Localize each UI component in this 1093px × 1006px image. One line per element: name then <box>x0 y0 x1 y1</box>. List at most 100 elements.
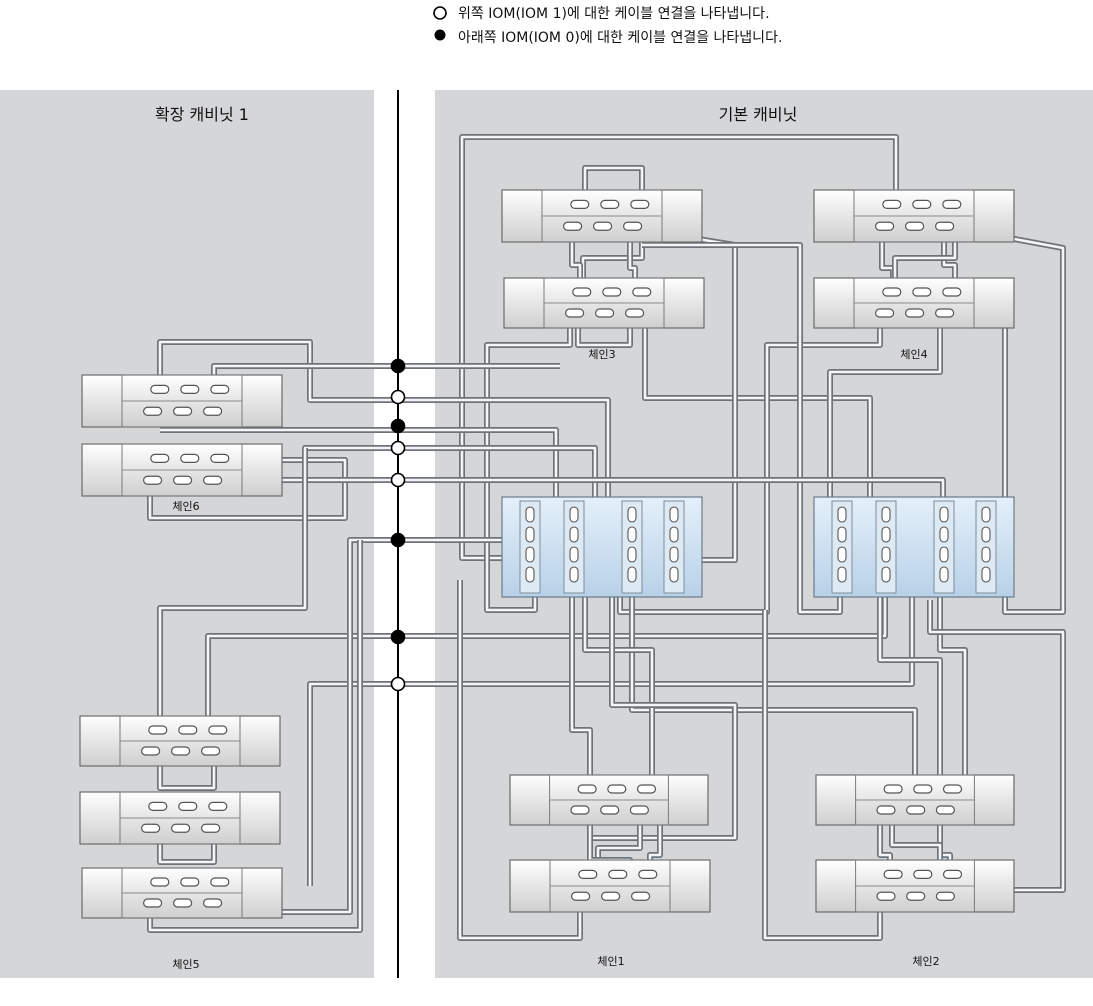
tray-chain2-upper-port <box>913 784 933 794</box>
tray-chain2-lower <box>815 859 1015 913</box>
tray-chain5-top-port <box>148 725 168 735</box>
tray-chain4-upper-port <box>882 199 902 209</box>
tray-chain4-lower <box>813 277 1015 329</box>
cable-32 <box>570 580 592 790</box>
controller-chain2-4 <box>813 496 1015 598</box>
controller-chain1-3-port <box>669 566 679 583</box>
tray-chain1-lower <box>509 859 711 913</box>
controller-chain1-3-port <box>569 546 579 563</box>
tray-chain2-upper-port <box>876 805 896 815</box>
controller-chain1-3-port <box>569 566 579 583</box>
tray-chain2-upper-port <box>935 805 955 815</box>
controller-chain2-4-port <box>881 546 891 563</box>
tray-chain6-lower-port <box>180 453 200 463</box>
controller-chain2-4-port <box>881 506 891 523</box>
controller-chain1-3 <box>501 496 703 598</box>
tray-chain3-lower-port <box>632 287 652 297</box>
tray-chain6-lower-port <box>143 475 163 485</box>
controller-chain1-3-port <box>627 526 637 543</box>
tray-chain1-lower-port <box>630 891 651 901</box>
tray-chain5-top-port <box>141 746 161 756</box>
tray-chain1-upper-port <box>636 784 657 794</box>
tray-chain6-lower-port <box>203 475 223 485</box>
tray-chain4-lower-port <box>934 308 955 318</box>
tray-chain3-upper-port <box>570 199 590 209</box>
tray-chain5-top-port <box>201 746 221 756</box>
tray-chain5-middle <box>79 791 281 845</box>
controller-chain2-4-port <box>837 526 847 543</box>
tray-chain4-lower-port <box>904 308 925 318</box>
tray-chain3-upper <box>501 189 703 243</box>
iom1-connection-marker <box>390 440 406 456</box>
tray-chain3-upper-port <box>630 199 650 209</box>
tray-chain5-middle-port <box>208 801 228 812</box>
tray-chain2-lower-port <box>935 891 955 901</box>
controller-chain1-3-port <box>525 526 535 543</box>
cable-8 <box>460 135 898 560</box>
controller-chain1-3-port <box>627 566 637 583</box>
tray-chain2-lower-port <box>876 891 896 901</box>
tray-chain6-upper-port <box>180 384 200 394</box>
legend-filled-circle-icon <box>434 29 446 41</box>
cable-36 <box>938 580 967 790</box>
tray-chain5-bottom-port <box>210 877 230 887</box>
tray-chain5-top-port <box>171 746 191 756</box>
tray-chain4-upper-port <box>904 221 925 231</box>
tray-chain5-bottom-port <box>180 877 200 887</box>
tray-chain6-upper-port <box>143 406 163 416</box>
controller-chain1-3-port <box>569 506 579 523</box>
tray-chain5-bottom-port <box>143 898 163 908</box>
tray-chain4-upper-port <box>942 199 962 209</box>
tray-chain5-middle-port <box>178 801 198 812</box>
tray-chain1-lower-port <box>600 891 621 901</box>
iom0-connection-marker <box>390 629 406 645</box>
tray-chain4-upper <box>813 189 1015 243</box>
controller-chain1-3-port <box>525 506 535 523</box>
chain-label-4: 체인4 <box>900 348 927 361</box>
controller-chain1-3-port <box>525 546 535 563</box>
tray-chain1-upper-port <box>600 805 620 815</box>
tray-chain1-upper <box>509 774 709 826</box>
tray-chain2-upper-port <box>906 805 926 815</box>
controller-chain1-3-port <box>525 566 535 583</box>
cable-35 <box>878 580 942 790</box>
tray-chain5-top <box>79 715 281 767</box>
tray-chain6-upper-port <box>173 406 193 416</box>
tray-chain2-lower-port <box>906 891 926 901</box>
controller-chain1-3-port <box>669 506 679 523</box>
controller-chain2-4-port <box>939 526 949 543</box>
controller-chain2-4-port <box>881 526 891 543</box>
chain-label-3: 체인3 <box>588 348 615 361</box>
tray-chain3-lower-port <box>594 308 615 318</box>
chain-label-1: 체인1 <box>597 955 624 968</box>
chain-label-5: 체인5 <box>172 958 199 971</box>
controller-chain1-3-port <box>627 506 637 523</box>
iom1-connection-marker <box>390 472 406 488</box>
tray-chain1-upper-port <box>629 805 649 815</box>
controller-chain1-3-port <box>669 546 679 563</box>
legend-open-circle-icon <box>433 6 447 20</box>
base-cabinet-title: 기본 캐비닛 <box>719 105 798 124</box>
tray-chain4-lower-port <box>874 308 895 318</box>
controller-chain1-3-port <box>569 526 579 543</box>
controller-chain1-3-port <box>669 526 679 543</box>
controller-chain2-4-port <box>881 566 891 583</box>
iom0-connection-marker <box>390 418 406 434</box>
tray-chain5-top-port <box>178 725 198 735</box>
tray-chain3-lower-port <box>572 287 592 297</box>
controller-chain1-3-port <box>627 546 637 563</box>
cable-28 <box>220 538 520 914</box>
tray-chain3-lower-port <box>564 308 585 318</box>
tray-chain1-lower-port <box>638 869 658 880</box>
controller-chain2-4-port <box>981 526 991 543</box>
cable-38 <box>458 580 582 940</box>
tray-chain3-upper-port <box>600 199 620 209</box>
cable-9 <box>576 318 632 347</box>
tray-chain3-upper-port <box>592 221 613 231</box>
tray-chain6-lower-port <box>173 475 193 485</box>
controller-chain2-4-port <box>939 566 949 583</box>
expansion-cabinet-panel <box>0 90 374 978</box>
iom0-connection-marker <box>390 358 406 374</box>
expansion-cabinet-title: 확장 캐비닛 1 <box>155 105 249 124</box>
